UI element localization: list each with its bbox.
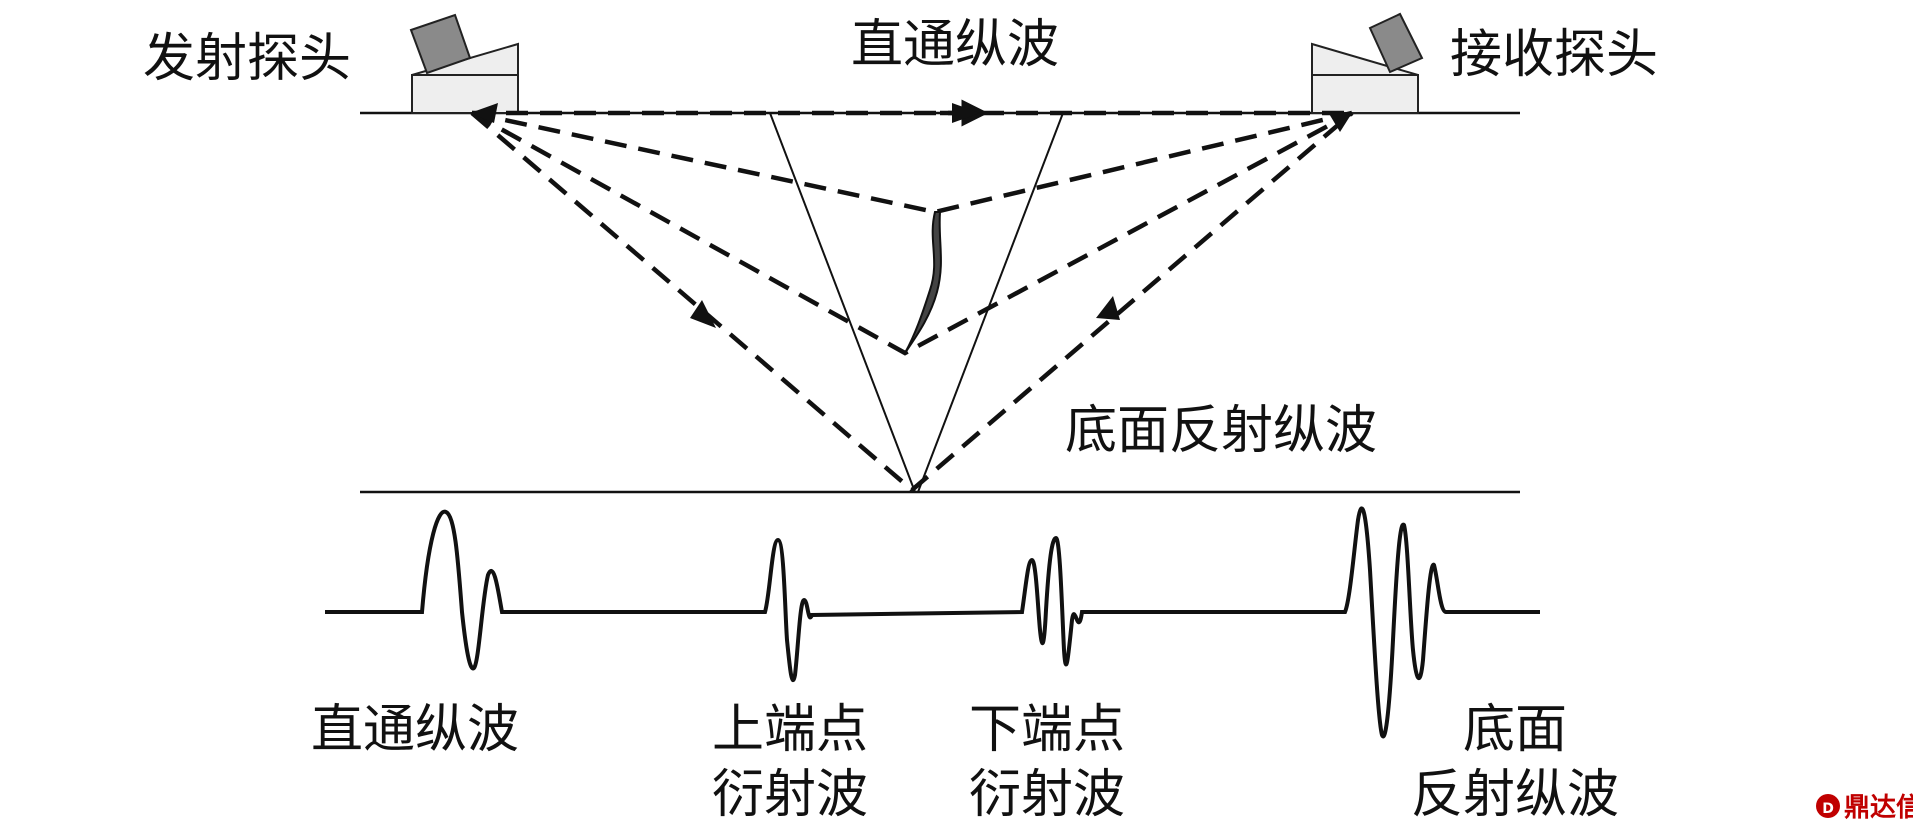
- transmit-probe-label: 发射探头: [143, 29, 351, 89]
- bottom-label-line2: 反射纵波: [1411, 765, 1619, 825]
- transmit-probe-icon: [409, 13, 519, 114]
- arrow-backwall-down: [690, 300, 716, 328]
- receive-probe-icon: [1311, 12, 1424, 114]
- arrow-left-start: [470, 103, 498, 123]
- a-scan-waveform: [325, 506, 1540, 739]
- lower-tip-path: [470, 111, 1354, 356]
- upper-tip-path: [471, 110, 1353, 215]
- bottom-label-line1: 底面: [1463, 700, 1567, 760]
- arrow-lateral: [952, 103, 980, 123]
- lower-tip-label-line1: 下端点: [969, 700, 1125, 760]
- arrow-backwall-up: [1096, 296, 1120, 320]
- watermark-text: 鼎达信: [1844, 793, 1913, 823]
- direct-wave-bottom-label: 直通纵波: [311, 700, 519, 760]
- bottom-reflection-mid-label: 底面反射纵波: [1065, 401, 1377, 461]
- upper-tip-label-line2: 衍射波: [712, 765, 868, 825]
- direct-wave-top-label: 直通纵波: [851, 15, 1059, 75]
- lower-tip-label-line2: 衍射波: [969, 765, 1125, 825]
- beam-edge-left: [769, 112, 916, 493]
- receive-probe-label: 接收探头: [1450, 25, 1658, 85]
- watermark-logo: D 鼎达信: [1816, 793, 1913, 823]
- upper-tip-label-line1: 上端点: [712, 700, 868, 760]
- crack-defect-shape: [904, 211, 942, 354]
- backwall-path: [470, 111, 1354, 493]
- beam-edge-right: [917, 112, 1064, 493]
- arrow-lower-receive: [1328, 112, 1352, 132]
- svg-text:D: D: [1822, 801, 1834, 817]
